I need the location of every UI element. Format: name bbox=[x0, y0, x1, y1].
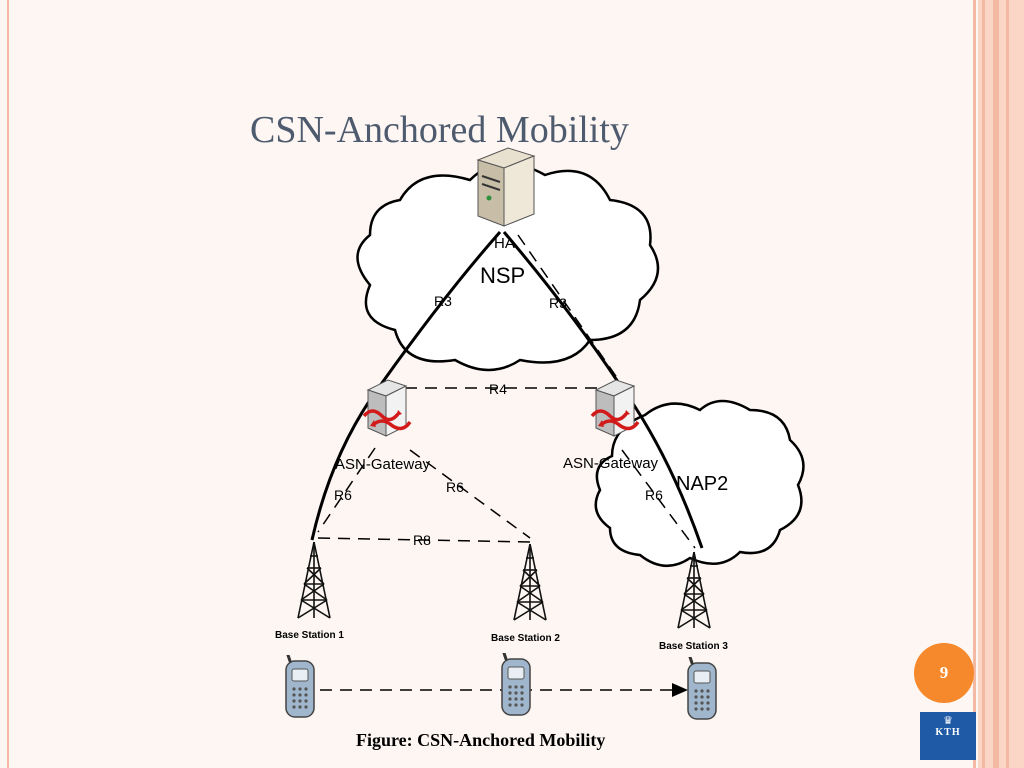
mobile-phone-3 bbox=[686, 657, 718, 721]
r4-label: R4 bbox=[489, 381, 507, 397]
r6-link-mid bbox=[409, 449, 531, 539]
base-station-1-tower bbox=[297, 541, 331, 619]
base-station-1-label: Base Station 1 bbox=[275, 630, 344, 641]
r3-link-dashed bbox=[517, 234, 623, 386]
asn-gateway-left-icon bbox=[362, 378, 412, 438]
page-number-badge: 9 bbox=[914, 643, 974, 703]
handover-arrow bbox=[672, 683, 688, 697]
asn-gateway-right-label: ASN-Gateway bbox=[563, 455, 659, 472]
ha-label: HA bbox=[494, 235, 515, 252]
nap2-label: NAP2 bbox=[676, 473, 728, 495]
r6-link-left bbox=[317, 447, 376, 533]
r8-label: R8 bbox=[413, 532, 431, 548]
asn-gateway-left-label: ASN-Gateway bbox=[335, 456, 431, 473]
base-station-2-tower bbox=[513, 543, 547, 621]
mobile-phone-1 bbox=[284, 655, 316, 719]
mobile-phone-2 bbox=[500, 653, 532, 717]
page-number: 9 bbox=[939, 663, 949, 682]
r6-right-label: R6 bbox=[645, 487, 663, 503]
base-station-2-label: Base Station 2 bbox=[491, 633, 560, 644]
r3-right-label: R3 bbox=[549, 295, 567, 311]
logo-text: KTH bbox=[935, 727, 961, 738]
r8-link bbox=[317, 537, 531, 543]
asn-gateway-right-icon bbox=[590, 378, 640, 438]
r6-link-right bbox=[621, 449, 696, 549]
base-station-3-label: Base Station 3 bbox=[659, 641, 728, 652]
slide-title: CSN-Anchored Mobility bbox=[250, 109, 629, 151]
crown-icon: ♛ bbox=[943, 715, 953, 727]
nsp-label: NSP bbox=[480, 263, 525, 288]
r6-left-label: R6 bbox=[334, 487, 352, 503]
home-agent-server bbox=[476, 147, 536, 227]
kth-logo: ♛ KTH bbox=[920, 712, 976, 760]
nap2-cloud bbox=[594, 399, 805, 567]
r6-mid-label: R6 bbox=[446, 479, 464, 495]
figure-caption: Figure: CSN-Anchored Mobility bbox=[356, 730, 606, 750]
r3-left-label: R3 bbox=[434, 293, 452, 309]
